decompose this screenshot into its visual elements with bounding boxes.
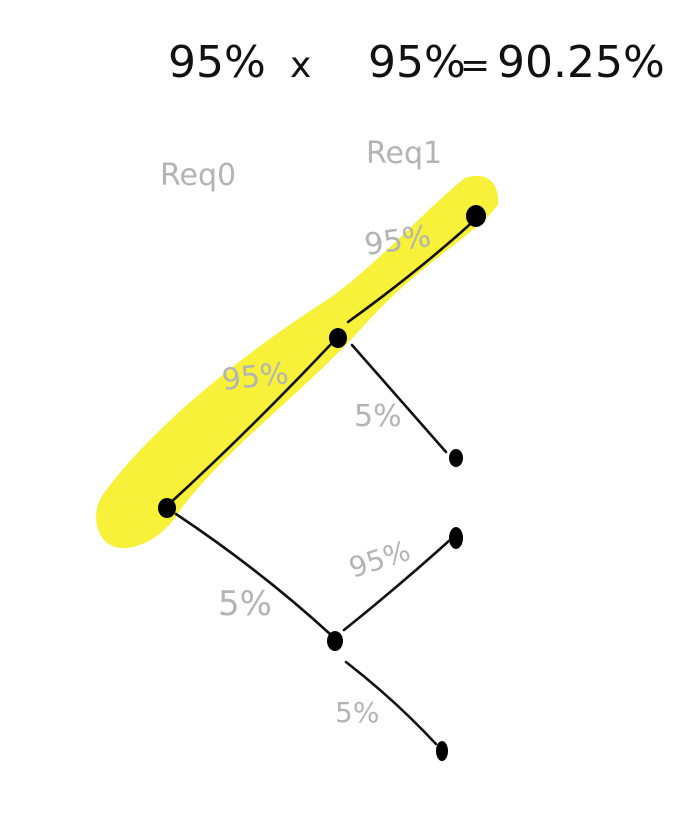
equation-operator: x <box>290 45 311 86</box>
edge-lower-lower <box>344 660 438 746</box>
equation-equals: = <box>460 45 490 86</box>
edge-upper-upper <box>346 216 479 324</box>
node-req1-fail-fail <box>436 741 448 761</box>
equation-term-2: 95% <box>368 37 466 88</box>
node-req0-fail <box>327 631 343 651</box>
edge-label-root-upper: 95% <box>220 356 290 398</box>
node-root <box>158 498 176 518</box>
edge-upper-lower <box>350 343 448 454</box>
edge-label-lower-lower: 5% <box>335 696 379 729</box>
edge-root-lower <box>174 512 332 636</box>
node-req1-pass-pass <box>466 205 486 227</box>
edge-lower-upper <box>342 538 452 632</box>
column-label-req1: Req1 <box>366 136 442 171</box>
equation: 95% x 95% = 90.25% <box>168 37 665 88</box>
edge-label-root-lower: 5% <box>218 584 272 624</box>
node-req1-fail-pass <box>449 527 463 549</box>
equation-result: 90.25% <box>497 37 665 88</box>
node-req0-pass <box>329 328 347 348</box>
node-req1-pass-fail <box>449 449 463 467</box>
edge-root-upper <box>166 340 335 507</box>
column-label-req0: Req0 <box>160 158 236 193</box>
edge-label-upper-lower: 5% <box>354 399 402 434</box>
edge-label-lower-upper: 95% <box>345 534 414 585</box>
highlight-band <box>96 175 499 549</box>
equation-term-1: 95% <box>168 37 266 88</box>
